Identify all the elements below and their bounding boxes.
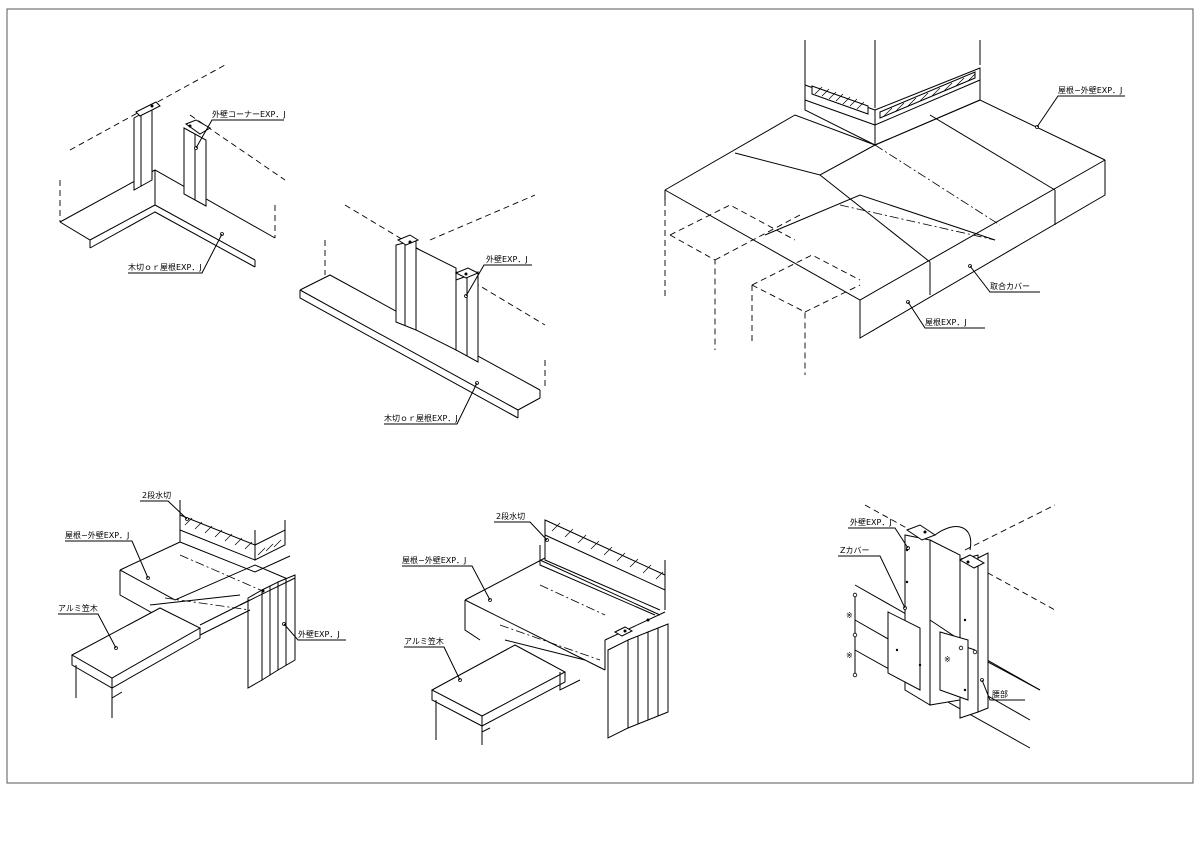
mark-a: ※ [846,611,853,620]
sheet-border [6,8,1194,784]
label-kiriki-roof-expj-1: 木切ｏｒ屋根EXP．J [128,262,202,272]
detail-wall-expj: 外壁EXP．J 木切ｏｒ屋根EXP．J [299,194,546,425]
detail-roof-wall-expj-coping-1: 2段水切 屋根−外壁EXP．J アルミ笠木 外壁EXP．J [58,490,346,718]
label-roof-wall-expj-2: 屋根−外壁EXP．J [65,530,129,540]
mark-b: ※ [846,651,853,660]
detail-wall-corner-expj: 外壁コーナーEXP．J 木切ｏｒ屋根EXP．J [59,64,286,274]
label-nidan-mizukiri-2: 2段水切 [496,511,525,521]
label-roof-expj: 屋根EXP．J [925,317,967,327]
label-roof-wall-expj-1: 屋根−外壁EXP．J [1058,85,1122,95]
label-wall-expj-3: 外壁EXP．J [850,517,892,527]
label-koshibu: 腰部 [992,689,1008,699]
mark-c: ※ [944,655,951,664]
detail-roof-expj: 屋根−外壁EXP．J 取合カバー 屋根EXP．J [664,40,1125,375]
label-kiriki-roof-expj-2: 木切ｏｒ屋根EXP．J [384,413,458,423]
label-roof-wall-expj-3: 屋根−外壁EXP．J [402,555,466,565]
label-nidan-mizukiri-1: 2段水切 [142,490,171,500]
label-alumi-kasagi-2: アルミ笠木 [404,636,444,646]
label-wall-expj-2: 外壁EXP．J [298,629,340,639]
detail-wall-expj-zcover: ※ ※ ※ 外壁EXP．J Zカバー [838,504,1056,749]
label-wall-expj-1: 外壁EXP．J [486,254,528,264]
label-wall-corner-expj: 外壁コーナーEXP．J [212,109,286,119]
label-alumi-kasagi-1: アルミ笠木 [58,603,98,613]
label-fit-cover: 取合カバー [990,281,1030,291]
label-z-cover: Zカバー [840,546,869,555]
detail-roof-wall-expj-coping-2: 2段水切 屋根−外壁EXP．J アルミ笠木 [402,511,669,745]
